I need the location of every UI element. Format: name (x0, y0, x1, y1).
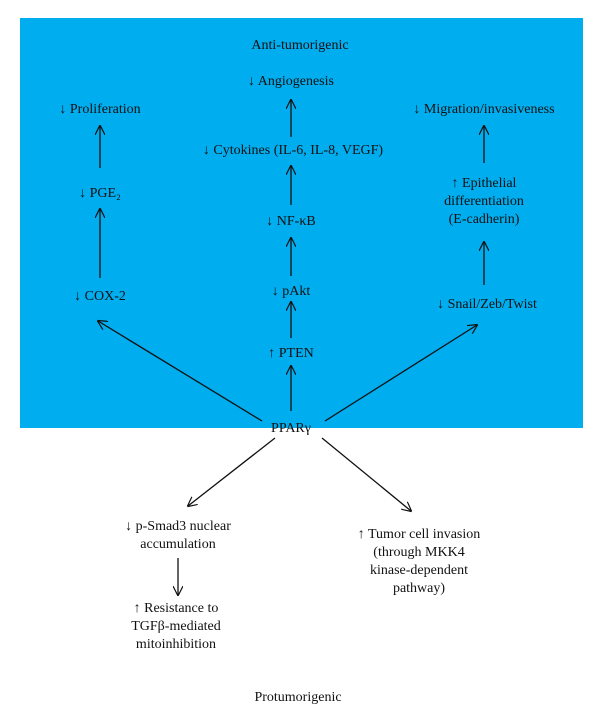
node-tumor-invasion: ↑ Tumor cell invasion (through MKK4 kina… (358, 526, 481, 598)
anti-tumorigenic-label: Anti-tumorigenic (251, 38, 349, 53)
node-tumor-invasion-line: ↑ Tumor cell invasion (357, 527, 481, 542)
node-nfkb: ↓ NF-κB (266, 214, 316, 229)
node-resistance-line: ↑ Resistance to (133, 601, 219, 616)
node-epithelial-line: differentiation (444, 194, 524, 209)
node-epithelial-line: ↑ Epithelial (451, 176, 517, 191)
node-resistance-line: TGFβ-mediated (131, 619, 221, 634)
node-tumor-invasion-line: pathway) (392, 581, 446, 596)
arrow-ppar-to-psmad3 (188, 437, 276, 506)
protumorigenic-label: Protumorigenic (254, 690, 342, 705)
node-psmad3-line: ↓ p-Smad3 nuclear (125, 519, 231, 534)
arrow-ppar-to-invasion (321, 437, 411, 511)
node-psmad3: ↓ p-Smad3 nuclear accumulation (125, 518, 231, 554)
node-cytokines: ↓ Cytokines (IL-6, IL-8, VEGF) (202, 143, 384, 158)
node-pten: ↑ PTEN (268, 346, 314, 361)
node-proliferation: ↓ Proliferation (59, 102, 141, 117)
node-tumor-invasion-line: kinase-dependent (370, 563, 468, 578)
anti-tumorigenic-panel (20, 18, 583, 428)
node-epithelial-line: (E-cadherin) (448, 212, 520, 227)
arrow-ppar-to-cox2 (98, 321, 263, 422)
node-pakt: ↓ pAkt (271, 284, 311, 299)
node-angiogenesis: ↓ Angiogenesis (248, 74, 334, 89)
node-tumor-invasion-line: (through MKK4 (373, 545, 465, 560)
node-ppar-gamma: PPARγ (271, 421, 311, 436)
node-resistance-line: mitoinhibition (135, 637, 217, 652)
node-cox2: ↓ COX-2 (74, 289, 126, 304)
node-migration: ↓ Migration/invasiveness (413, 102, 555, 117)
node-pge2: ↓ PGE₂ (79, 186, 121, 201)
node-psmad3-line: accumulation (140, 537, 216, 552)
node-epithelial: ↑ Epithelial differentiation (E-cadherin… (444, 175, 524, 229)
node-resistance: ↑ Resistance to TGFβ-mediated mitoinhibi… (131, 600, 221, 654)
arrow-ppar-to-snail (324, 325, 477, 422)
node-snail: ↓ Snail/Zeb/Twist (437, 297, 537, 312)
